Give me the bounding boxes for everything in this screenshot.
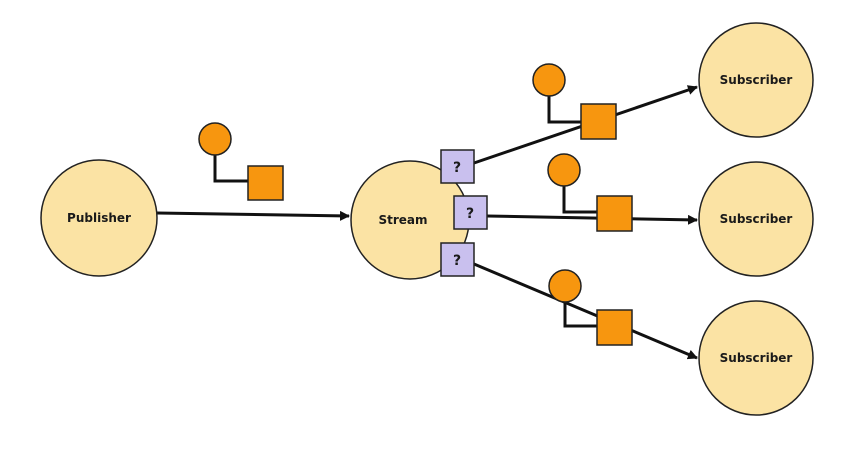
filter-label: ?	[453, 160, 461, 176]
publisher-label: Publisher	[67, 211, 131, 225]
filter-box-2: ?	[453, 195, 488, 230]
subscriber-label: Subscriber	[720, 351, 793, 365]
edge-stream-subscriber-3	[473, 262, 698, 360]
message-token-subscriber-2	[547, 153, 633, 232]
subscriber-node-1: Subscriber	[698, 22, 814, 138]
subscriber-node-2: Subscriber	[698, 161, 814, 277]
subscriber-label: Subscriber	[720, 73, 793, 87]
subscriber-label: Subscriber	[720, 212, 793, 226]
message-token-subscriber-1	[532, 63, 617, 140]
filter-label: ?	[453, 253, 461, 269]
stream-label: Stream	[378, 213, 427, 227]
message-token-subscriber-3	[548, 269, 633, 346]
filter-label: ?	[466, 206, 474, 222]
filter-box-1: ?	[440, 149, 475, 184]
edge-publisher-stream	[156, 210, 350, 221]
message-token-publisher	[198, 122, 284, 201]
subscriber-node-3: Subscriber	[698, 300, 814, 416]
publisher-node: Publisher	[40, 159, 158, 277]
edge-stream-subscriber-2	[486, 214, 698, 225]
filter-box-3: ?	[440, 242, 475, 277]
